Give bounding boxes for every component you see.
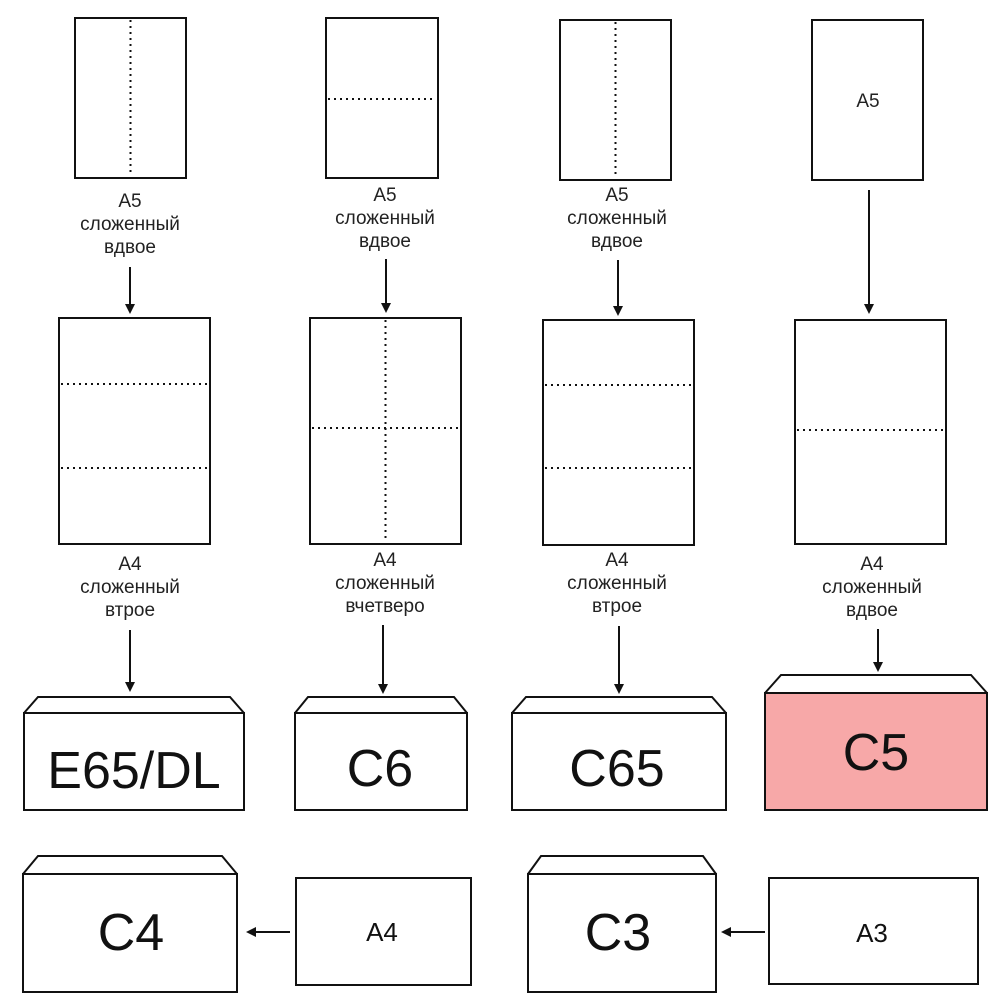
envelope-label: C4 — [98, 904, 164, 962]
a5-caption-line2: сложенный — [335, 208, 435, 229]
envelope-body — [764, 692, 988, 811]
a4-caption-line2: сложенный — [80, 577, 180, 598]
envelope-label: C3 — [585, 904, 651, 962]
sheet-label: A4 — [366, 917, 398, 947]
a4-caption-line1: A4 — [605, 550, 629, 571]
a4-sheet — [542, 319, 695, 546]
envelope-flap — [527, 855, 717, 875]
envelope-label: E65/DL — [47, 742, 220, 800]
a3-sheet — [768, 877, 979, 985]
a4-caption-line3: втрое — [592, 596, 642, 617]
sheet-a3: A3 — [768, 877, 979, 985]
a4-sheet — [794, 319, 947, 545]
envelope-c6: C6 — [294, 696, 468, 811]
a4-caption-line2: сложенный — [822, 577, 922, 598]
envelope-flap — [294, 696, 468, 714]
envelope-body — [22, 873, 238, 993]
a4-caption-line3: втрое — [105, 600, 155, 621]
envelope-flap — [23, 696, 245, 714]
a4-sheet — [58, 317, 211, 545]
a4-caption-line3: вчетверо — [345, 596, 424, 617]
envelope-c5: C5 — [764, 674, 988, 811]
envelope-label: C65 — [569, 740, 664, 798]
a5-caption-line1: A5 — [373, 185, 396, 206]
a4-caption-line1: A4 — [860, 554, 884, 575]
envelope-e65-dl: E65/DL — [23, 696, 245, 811]
a5-caption-line1: A5 — [118, 191, 141, 212]
sheet-label: A3 — [856, 918, 888, 948]
a4-caption-line3: вдвое — [846, 600, 898, 621]
column-2: A5 сложенный вдвое A4 сложенный вчетверо… — [294, 17, 468, 811]
envelope-c4: C4 — [22, 855, 238, 993]
envelope-flap — [22, 855, 238, 875]
a5-caption-line3: вдвое — [359, 231, 411, 252]
envelope-label: C5 — [843, 724, 909, 782]
a4-caption-line1: A4 — [118, 554, 142, 575]
a4-caption-line1: A4 — [373, 550, 397, 571]
column-3: A5 сложенный вдвое A4 сложенный втрое C6… — [511, 19, 727, 811]
a5-caption-line2: сложенный — [80, 214, 180, 235]
a5-sheet — [811, 19, 924, 181]
envelope-body — [23, 712, 245, 811]
column-1: A5 сложенный вдвое A4 сложенный втрое E6… — [23, 17, 245, 811]
a5-caption-line1: A5 — [605, 185, 628, 206]
envelope-c3: C3 — [527, 855, 717, 993]
envelope-body — [511, 712, 727, 811]
a4-sheet — [295, 877, 472, 986]
sheet-a4: A4 — [295, 877, 472, 986]
a5-caption-line2: сложенный — [567, 208, 667, 229]
a5-sheet-label: A5 — [856, 91, 879, 112]
a5-caption-line3: вдвое — [104, 237, 156, 258]
envelope-flap — [511, 696, 727, 714]
a4-caption-line2: сложенный — [567, 573, 667, 594]
envelope-label: C6 — [347, 740, 413, 798]
envelope-body — [294, 712, 468, 811]
envelope-flap — [764, 674, 988, 694]
a5-caption-line3: вдвое — [591, 231, 643, 252]
bottom-row: C4 A4 C3 A3 — [22, 855, 979, 993]
a4-caption-line2: сложенный — [335, 573, 435, 594]
envelope-c65: C65 — [511, 696, 727, 811]
column-4: A5 A4 сложенный вдвое C5 — [764, 19, 988, 811]
envelope-body — [527, 873, 717, 993]
